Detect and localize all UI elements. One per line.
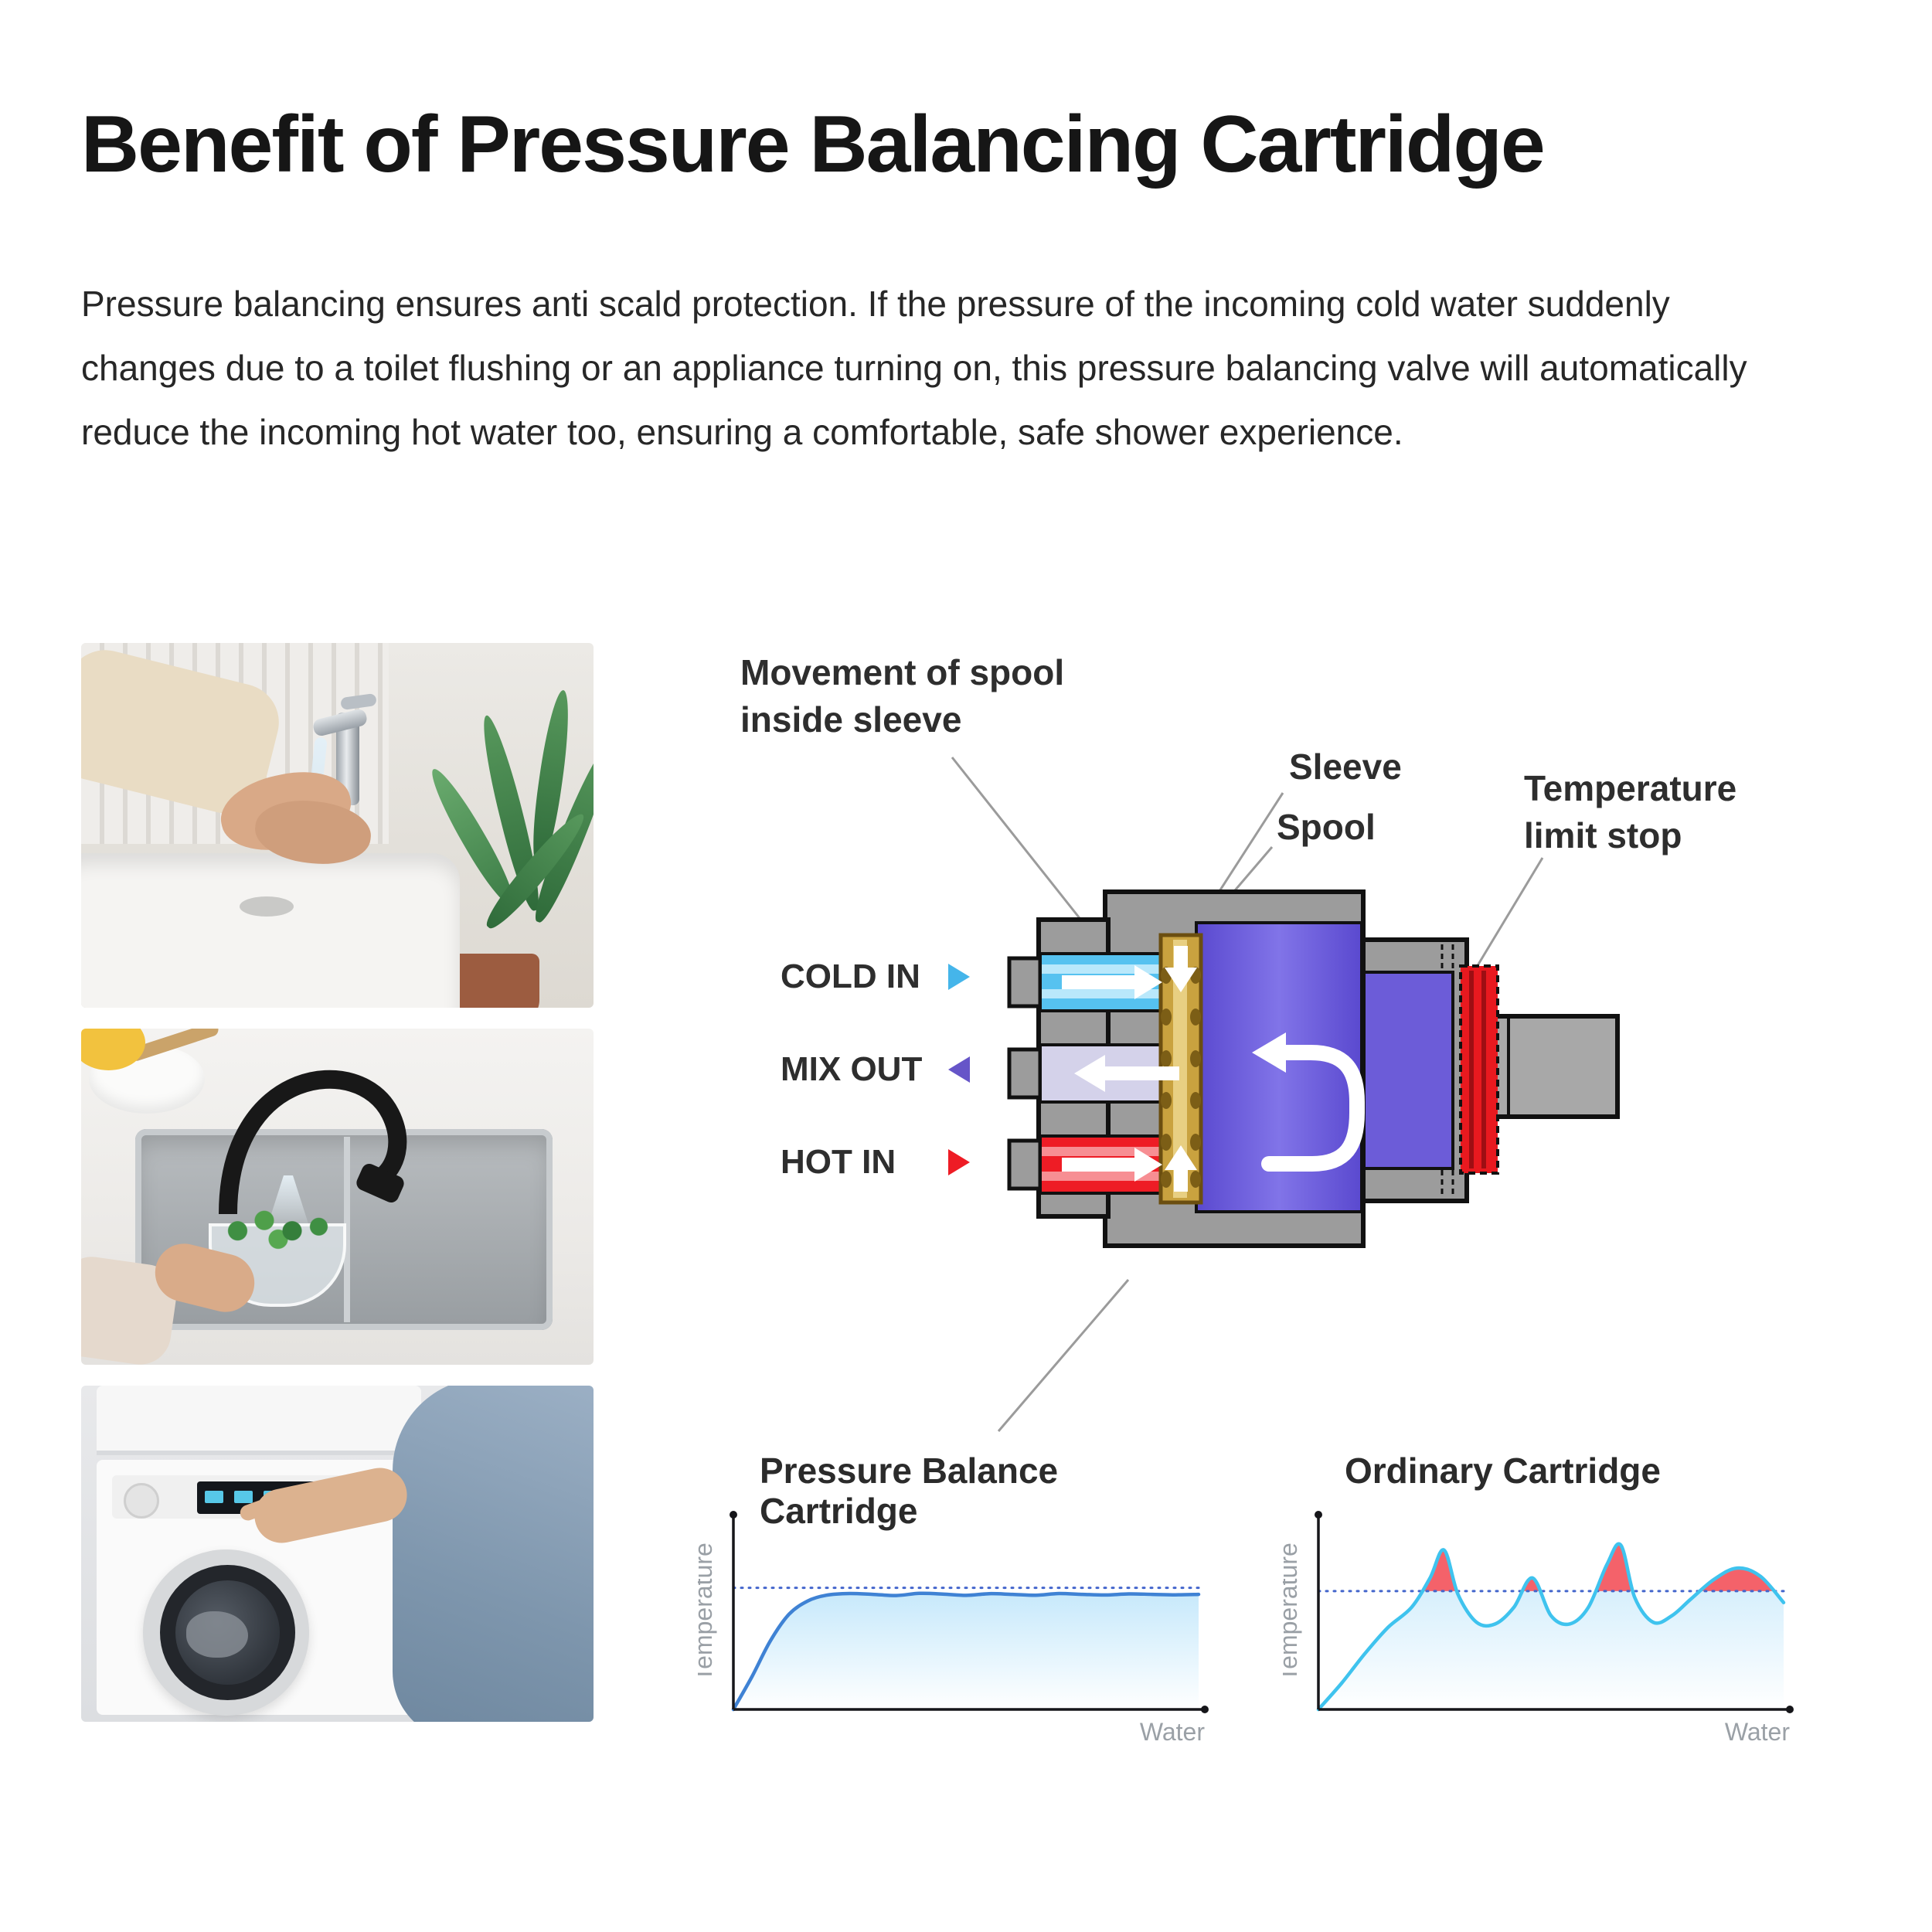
cartridge-diagram	[951, 757, 1620, 1432]
leader-line-movement	[951, 757, 1090, 930]
page-title: Benefit of Pressure Balancing Cartridge	[81, 100, 1546, 189]
mix-out-row: MIX OUT	[781, 1050, 970, 1088]
temperature-curve	[731, 1591, 1201, 1712]
spool-sleeve-part	[1158, 933, 1203, 1205]
x-axis-end-dot	[1786, 1706, 1794, 1713]
flow-arrows	[1062, 946, 1365, 1192]
cold-in-arrow-icon	[948, 964, 970, 990]
hot-in-row: HOT IN	[781, 1143, 970, 1181]
chart-title: Pressure Balance Cartridge	[760, 1451, 1059, 1531]
mix-out-label: MIX OUT	[781, 1050, 923, 1088]
temperature-limit-stop-part	[1459, 964, 1499, 1175]
hot-in-arrow-icon	[948, 1149, 970, 1175]
chart-title: Ordinary Cartridge	[1345, 1451, 1661, 1491]
y-axis-end-dot	[730, 1511, 737, 1519]
label-temperature-limit-stop: Temperature limit stop	[1524, 768, 1737, 855]
above-threshold-fill	[1422, 1543, 1775, 1591]
y-axis-label: Temperature	[698, 1543, 717, 1682]
cold-in-row: COLD IN	[781, 957, 970, 995]
cold-channel-part	[1039, 952, 1198, 1012]
sink-divider-shape	[344, 1137, 350, 1322]
black-faucet-shape	[219, 1070, 407, 1214]
leader-line-temp-limit	[1473, 857, 1544, 971]
hot-channel-part	[1039, 1134, 1198, 1195]
drain-shape	[240, 896, 294, 917]
label-spool: Spool	[1277, 807, 1376, 847]
knob-shape	[124, 1483, 159, 1519]
leader-line-spool	[1179, 846, 1274, 954]
x-axis-label: Water	[1725, 1718, 1791, 1745]
cartridge-body	[1007, 889, 1620, 1248]
person-shape	[393, 1386, 594, 1722]
label-movement-of-spool: Movement of spool inside sleeve	[740, 652, 1065, 740]
area-fill	[733, 1593, 1199, 1709]
clothes-shape	[186, 1611, 248, 1658]
y-axis-end-dot	[1315, 1511, 1322, 1519]
washing-machine-photo	[81, 1386, 594, 1722]
kitchen-faucet-photo	[81, 1029, 594, 1365]
cold-in-label: COLD IN	[781, 957, 920, 995]
dryer-shape	[97, 1386, 421, 1455]
sink-shape	[81, 853, 460, 1008]
x-axis-label: Water	[1140, 1718, 1206, 1745]
herbs-shape	[220, 1208, 336, 1250]
hand-washing-photo	[81, 643, 594, 1008]
mix-out-arrow-icon	[948, 1056, 970, 1083]
y-axis-label: Temperature	[1283, 1543, 1302, 1682]
temperature-curve	[1316, 1542, 1786, 1712]
hot-in-label: HOT IN	[781, 1143, 896, 1181]
connector-line-to-chart	[997, 1279, 1130, 1432]
intro-paragraph: Pressure balancing ensures anti scald pr…	[81, 284, 1747, 452]
label-sleeve: Sleeve	[1289, 747, 1402, 787]
x-axis-end-dot	[1201, 1706, 1209, 1713]
leader-line-sleeve	[1189, 792, 1284, 937]
mix-channel-part	[1039, 1043, 1198, 1104]
mixing-chamber-part	[1195, 921, 1363, 1213]
